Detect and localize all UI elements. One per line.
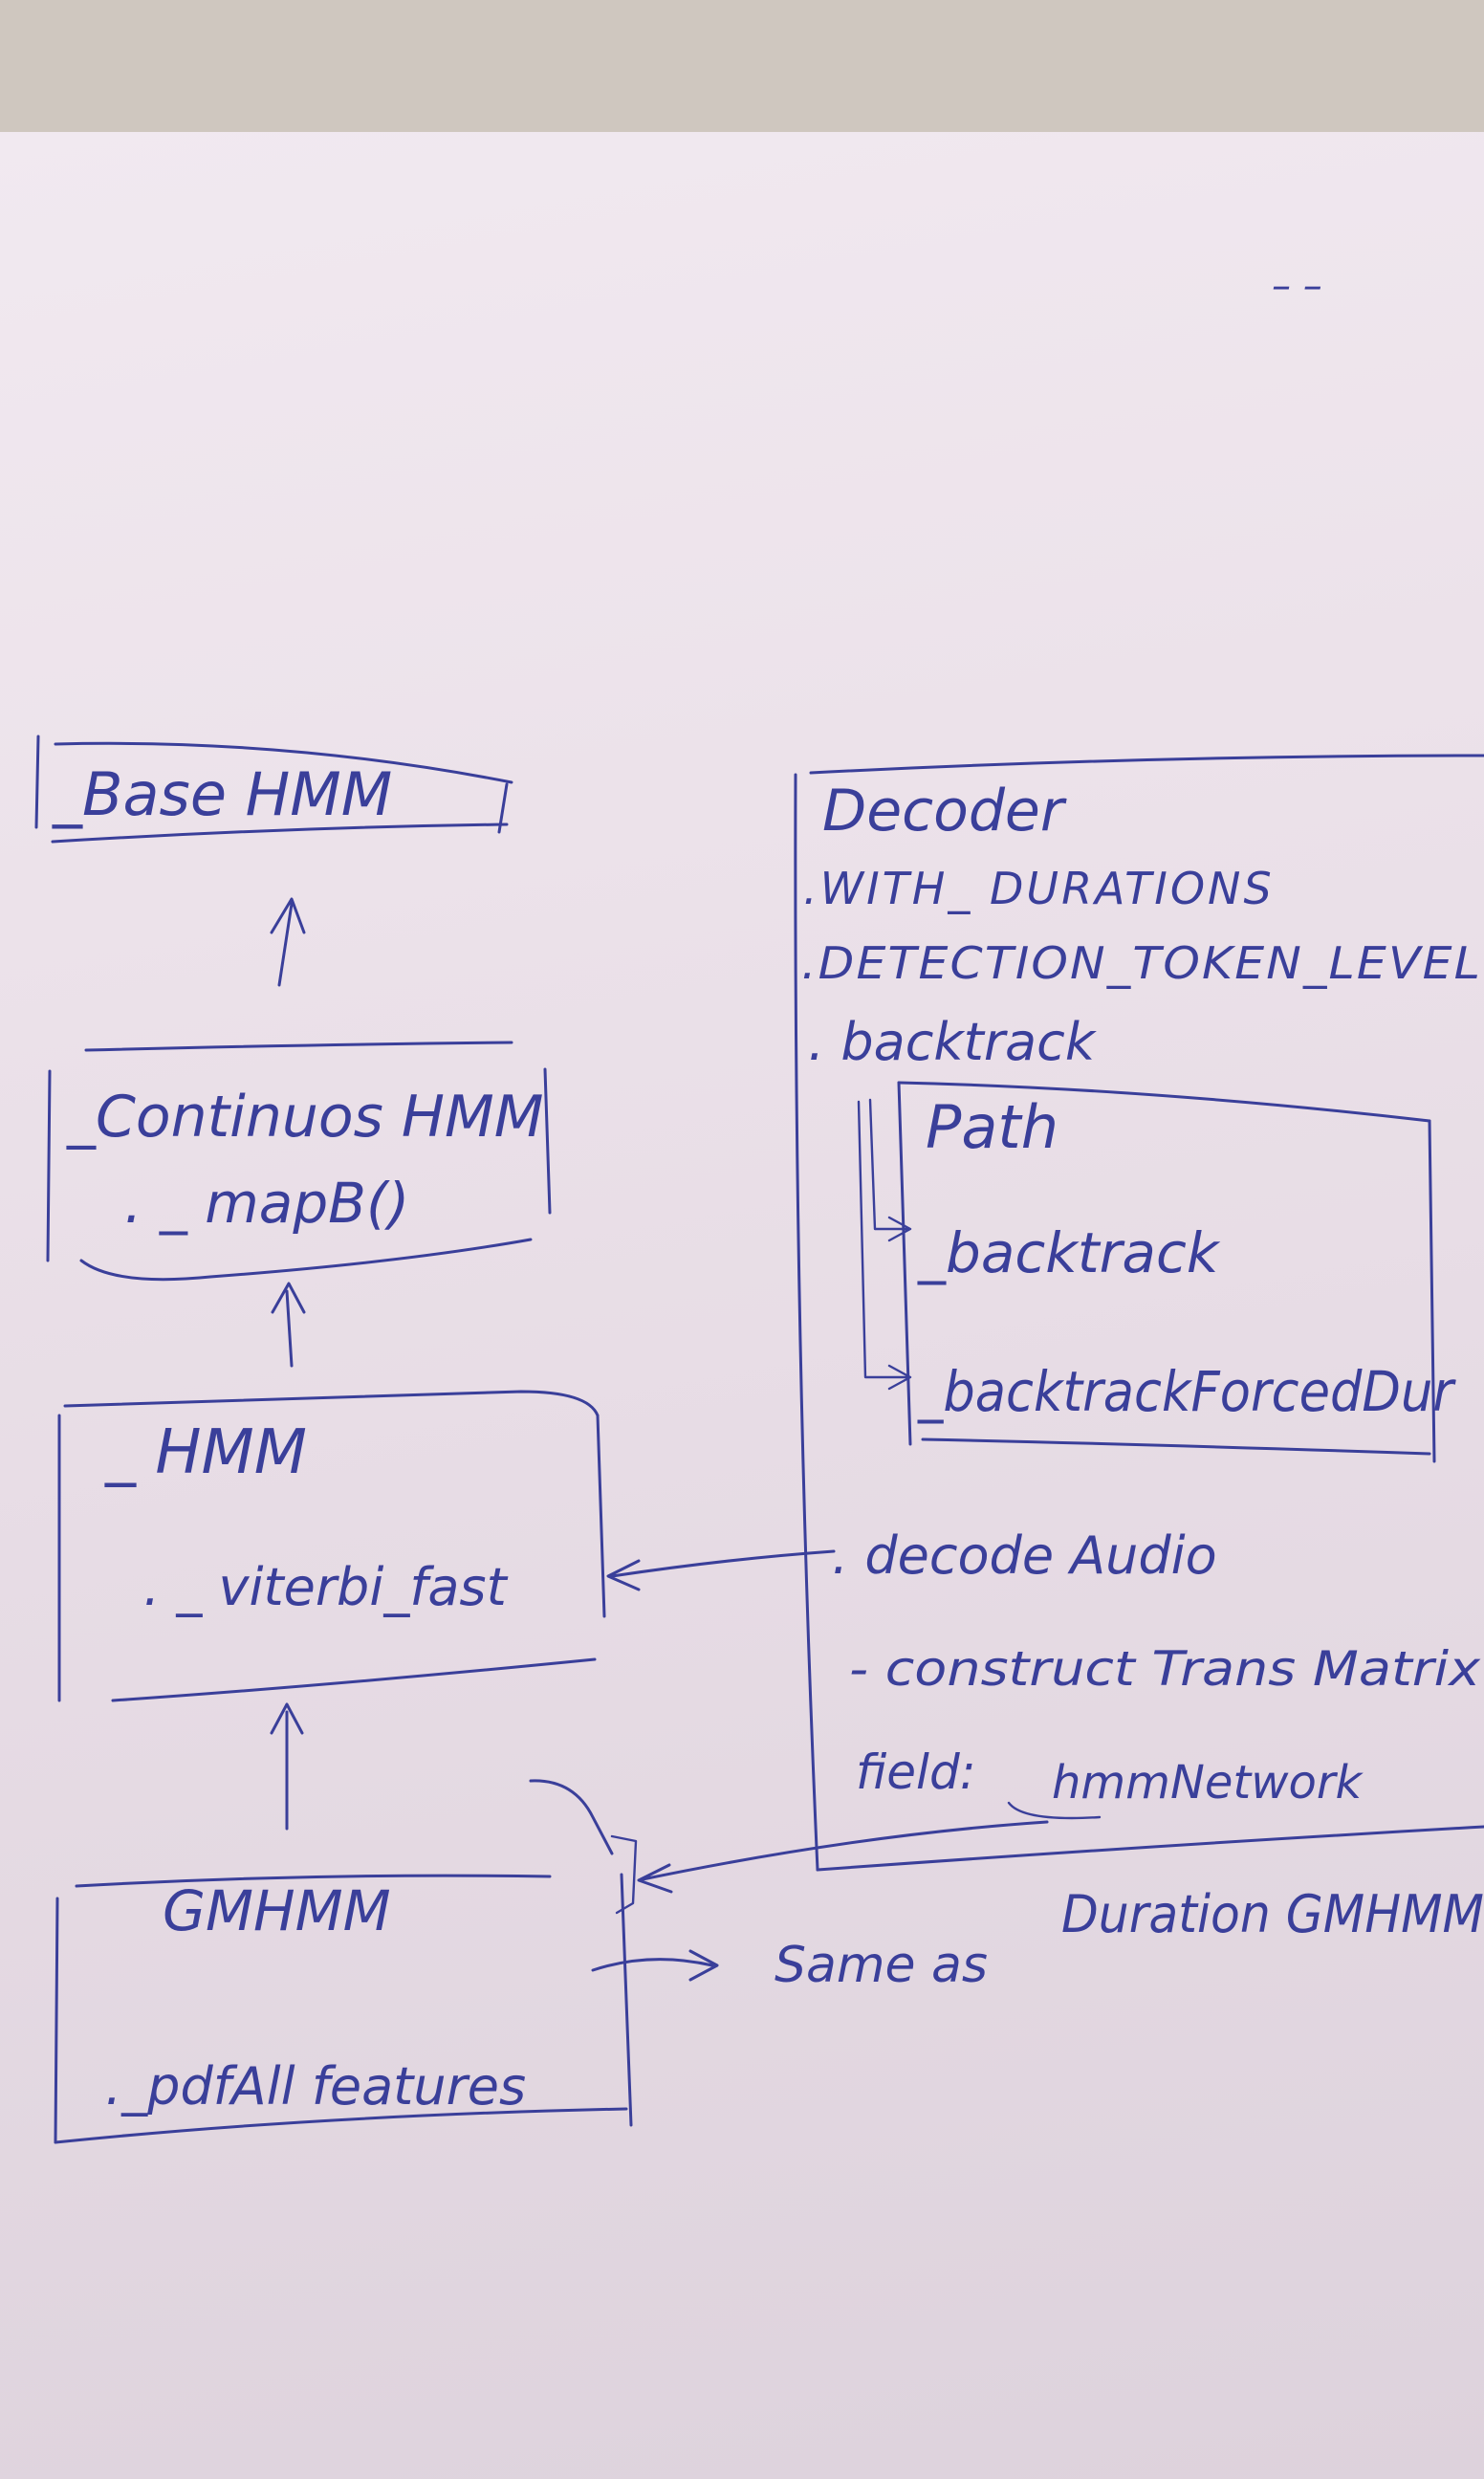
note-duration-gmhmm: Duration GMHMM <box>1061 1884 1484 1944</box>
call-arrow-backtrack <box>868 1098 912 1242</box>
gmhmm-top-border <box>75 1874 552 1888</box>
hmm-right-border <box>596 1414 606 1618</box>
base-hmm-left-border <box>34 735 40 829</box>
decoder-attribute-detection-token-level: .DETECTION_TOKEN_LEVEL <box>801 937 1482 989</box>
class-decoder: Decoder .WITH_ DURATIONS .DETECTION_TOKE… <box>794 754 1484 1872</box>
inherit-arrow-gmhmm-to-hmm <box>270 1702 304 1831</box>
continuous-hmm-title: _Continuos HMM <box>66 1084 544 1151</box>
class-path: Path _backtrack _backtrackForcedDur <box>897 1081 1456 1463</box>
gmhmm-bottom-border <box>54 2107 628 2144</box>
continuous-hmm-left-border <box>46 1069 52 1262</box>
gmhmm-right-border <box>620 1873 633 2127</box>
continuous-hmm-bottom-border <box>79 1238 533 1282</box>
gmhmm-bracket-mark <box>610 1834 638 1915</box>
top-mark: – – <box>1272 264 1322 308</box>
path-left-border <box>897 1081 912 1446</box>
decoder-left-border <box>794 773 819 1872</box>
base-hmm-top-border <box>54 741 513 784</box>
gmhmm-title: GMHMM <box>163 1878 391 1943</box>
inherit-arrow-continuous-to-base <box>270 897 306 987</box>
decoder-top-border <box>809 754 1484 775</box>
hmm-top-border <box>63 1390 600 1417</box>
decoder-method-construct-trans-matrix: - construct Trans Matrix <box>849 1641 1480 1697</box>
continuous-hmm-method: . _ mapB() <box>124 1171 409 1236</box>
decoder-attribute-with-durations: .WITH_ DURATIONS <box>803 863 1275 914</box>
gmhmm-method: ._pdfAll features <box>105 2056 526 2117</box>
decoder-field-value: hmmNetwork <box>1052 1756 1364 1810</box>
decoder-bottom-border <box>816 1825 1484 1872</box>
class-gmhmm: GMHMM ._pdfAll features <box>54 1779 633 2144</box>
hmm-method: . _ viterbi_fast <box>143 1557 509 1617</box>
decoder-method-decode-audio: . decode Audio <box>832 1525 1217 1586</box>
path-method-backtrack-forced-dur: _backtrackForcedDur <box>917 1359 1456 1424</box>
class-hmm: _ HMM . _ viterbi_fast <box>57 1390 606 1702</box>
path-title: Path <box>926 1092 1058 1162</box>
decoder-title: Decoder <box>822 778 1067 845</box>
call-arrow-backtrack-forced-dur <box>857 1100 912 1391</box>
decoder-field-label: field: <box>856 1744 976 1800</box>
path-bottom-border <box>921 1437 1431 1456</box>
association-arrow-network-to-gmhmm <box>637 1820 1049 1894</box>
path-top-border <box>897 1081 1431 1123</box>
path-method-backtrack: _backtrack <box>917 1220 1221 1285</box>
inherit-arrow-hmm-to-continuous <box>271 1282 306 1368</box>
same-as-arrow <box>591 1949 719 1982</box>
gmhmm-left-border <box>54 1897 59 2144</box>
field-underline-hook <box>1007 1801 1102 1820</box>
note-same-as: Same as <box>775 1937 988 1994</box>
path-right-border <box>1428 1119 1436 1463</box>
hmm-title: _ HMM <box>104 1417 307 1488</box>
paper-sheet <box>0 132 1484 2479</box>
class-continuous-hmm: _Continuos HMM . _ mapB() <box>46 1041 552 1282</box>
base-hmm-bottom-border <box>51 823 509 844</box>
class-base-hmm: _Base HMM <box>34 735 513 844</box>
base-hmm-title: _Base HMM <box>52 759 392 829</box>
gmhmm-annotation-curve <box>529 1779 614 1855</box>
association-arrow-decode-audio-to-viterbi <box>606 1549 836 1591</box>
hmm-bottom-border <box>111 1657 597 1702</box>
decoder-attribute-backtrack: . backtrack <box>808 1012 1098 1072</box>
continuous-hmm-top-border <box>84 1041 513 1052</box>
continuous-hmm-right-border <box>543 1067 552 1215</box>
base-hmm-right-border <box>497 782 509 834</box>
